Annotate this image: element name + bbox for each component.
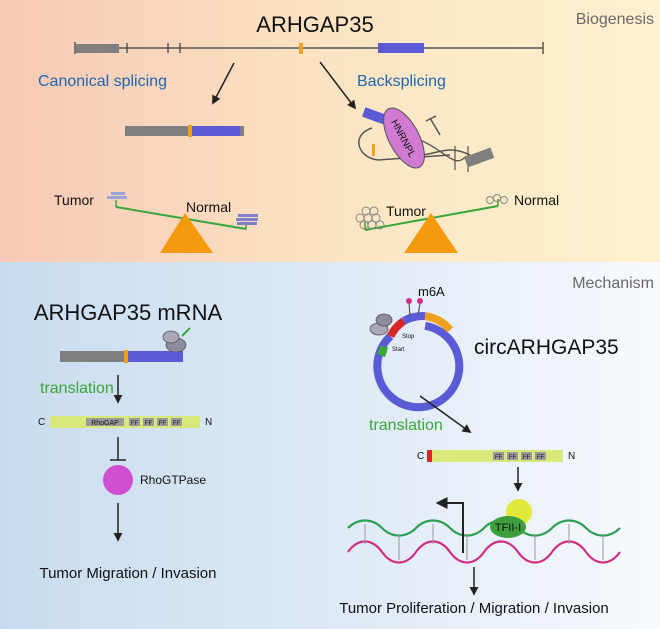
circ-ff-label-1: FF <box>495 455 503 461</box>
gene-title: ARHGAP35 <box>256 12 373 37</box>
mrna-outcome-label: Tumor Migration / Invasion <box>39 565 216 582</box>
dna-helix <box>347 519 621 564</box>
mrna-ff-label-3: FF <box>159 421 167 427</box>
mrna-translation-label: translation <box>40 380 114 397</box>
left-normal-label: Normal <box>186 199 231 215</box>
circ-ff-label-2: FF <box>509 455 517 461</box>
mrna-ribosome-icon <box>162 327 191 353</box>
biogenesis-panel <box>0 0 660 262</box>
transcription-arrow <box>435 497 464 553</box>
mrna-ff-label-1: FF <box>131 421 139 427</box>
dna-strand-green <box>347 519 621 537</box>
mrna-protein-bar: C RhoGAP FF FF FF FF N <box>38 416 212 428</box>
biogenesis-label: Biogenesis <box>576 11 654 28</box>
tfii-i-complex: TFII-I <box>490 499 532 538</box>
right-balance-fulcrum <box>404 213 458 253</box>
right-tumor-label: Tumor <box>386 203 426 219</box>
circrna-ring <box>373 312 464 412</box>
circ-translation-arrow <box>419 395 472 434</box>
mrna-ff-label-4: FF <box>173 421 181 427</box>
circ-protein-red-tip <box>427 450 432 462</box>
backsplice-blue-exon <box>362 107 388 125</box>
left-balance-fulcrum <box>160 213 213 253</box>
right-normal-circrna-icon <box>486 194 508 204</box>
right-balance: Tumor Normal <box>355 192 559 253</box>
rhogtpase-label: RhoGTPase <box>140 473 206 487</box>
mrna-transcript <box>60 350 183 363</box>
stop-codon-label: Stop <box>402 334 415 340</box>
tfii-i-protein <box>490 516 526 538</box>
backsplicing-label: Backsplicing <box>357 73 446 90</box>
backsplice-gray-exon <box>464 147 495 168</box>
circ-ribosome-icon <box>369 313 393 336</box>
dna-strand-pink <box>347 540 621 564</box>
mrna-title: ARHGAP35 mRNA <box>34 300 223 325</box>
circ-ff-label-4: FF <box>537 455 545 461</box>
mechanism-panel <box>0 262 660 629</box>
circ-protein-bar: C FF FF FF FF N <box>417 450 575 462</box>
circ-translation-label: translation <box>369 417 443 434</box>
canonical-arrow <box>212 62 235 105</box>
circ-ff-label-3: FF <box>523 455 531 461</box>
left-normal-mrna-icon <box>236 214 258 225</box>
hnrnpl-protein <box>383 107 425 169</box>
canonical-mrna <box>125 125 244 137</box>
tfii-i-label: TFII-I <box>495 522 521 534</box>
rhogap-domain <box>86 418 124 426</box>
m6a-pin-icon <box>406 298 423 317</box>
start-codon-label: Start <box>392 347 405 353</box>
canonical-splicing-label: Canonical splicing <box>38 73 167 90</box>
right-tumor-circrna-icon <box>355 206 385 230</box>
mechanism-label: Mechanism <box>572 275 654 292</box>
circ-outcome-label: Tumor Proliferation / Migration / Invasi… <box>339 600 609 617</box>
rhogtpase-circle <box>103 465 133 495</box>
mrna-protein-n-terminus: N <box>205 417 212 428</box>
gene-exon-blue <box>378 43 424 53</box>
gene-exon-orange <box>299 43 303 54</box>
left-tumor-mrna-icon <box>107 192 127 199</box>
backsplicing-arrow <box>319 61 357 110</box>
circ-protein-c-terminus: C <box>417 451 424 462</box>
left-balance: Tumor Normal <box>54 192 258 253</box>
left-tumor-label: Tumor <box>54 192 94 208</box>
gene-exon-gray <box>75 44 119 53</box>
inhibition-bar <box>110 437 126 461</box>
m6a-label: m6A <box>418 284 445 299</box>
rhogap-domain-label: RhoGAP <box>91 420 119 427</box>
mrna-protein-c-terminus: C <box>38 417 45 428</box>
gene-structure <box>74 42 544 54</box>
mrna-ff-label-2: FF <box>145 421 153 427</box>
circ-protein-n-terminus: N <box>568 451 575 462</box>
circrna-title: circARHGAP35 <box>474 336 619 359</box>
right-normal-label: Normal <box>514 192 559 208</box>
